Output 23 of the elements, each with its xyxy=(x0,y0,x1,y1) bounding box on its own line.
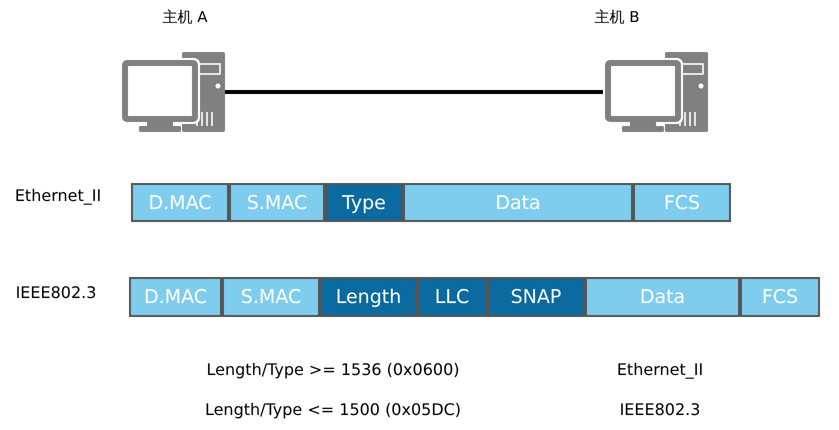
frame-field: LLC xyxy=(417,277,487,317)
cable-line xyxy=(225,90,604,94)
rule-text: Ethernet_II xyxy=(616,360,704,379)
computer-icon xyxy=(121,52,225,132)
rule-text: Length/Type <= 1500 (0x05DC) xyxy=(204,400,462,419)
frame-field: Data xyxy=(403,183,633,222)
frame-field: D.MAC xyxy=(129,277,222,317)
frame-field: S.MAC xyxy=(222,277,320,317)
frame-field: SNAP xyxy=(487,277,585,317)
frame-field: Type xyxy=(325,183,403,222)
frame-field: Data xyxy=(585,277,740,317)
frame-field: Length xyxy=(320,277,417,317)
row-label: Ethernet_II xyxy=(14,186,102,205)
frame-field: FCS xyxy=(740,277,820,317)
frame-field: D.MAC xyxy=(131,183,229,222)
frame-field: FCS xyxy=(633,183,731,222)
rule-text: IEEE802.3 xyxy=(620,400,700,419)
host-label: 主机 B xyxy=(594,8,640,27)
computer-icon xyxy=(604,52,708,132)
row-label: IEEE802.3 xyxy=(16,283,96,302)
rule-text: Length/Type >= 1536 (0x0600) xyxy=(206,360,460,379)
host-label: 主机 A xyxy=(162,8,208,27)
frame-field: S.MAC xyxy=(229,183,325,222)
